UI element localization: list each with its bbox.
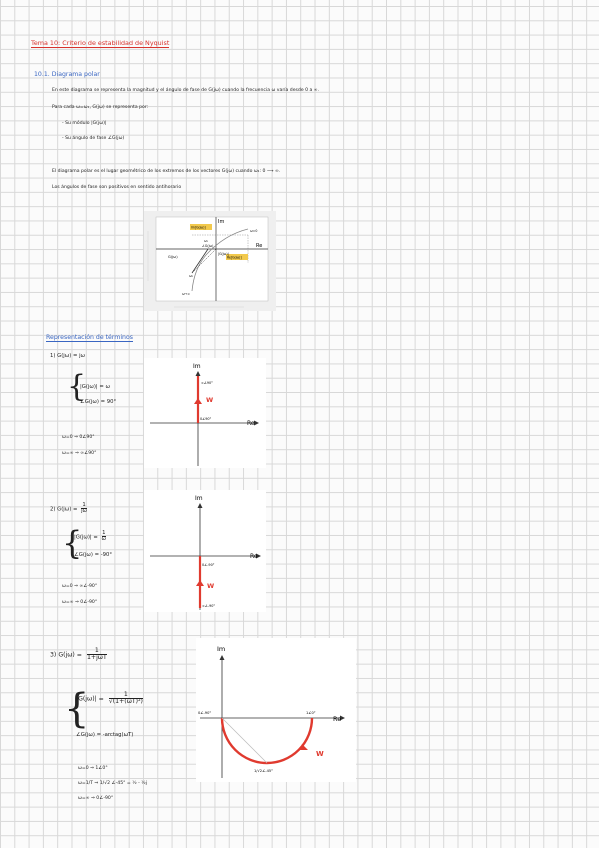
term3-fraction-num: 1 bbox=[86, 647, 107, 656]
term1-top-label: ∞∠90° bbox=[201, 381, 213, 385]
term1-brace: { bbox=[67, 369, 87, 404]
term2-plot: Im Re W 0∠-90° ∞∠-90° bbox=[144, 490, 266, 612]
term3-plot: Im Re W 0∠-90° 1∠0° 1/√2∠-45° bbox=[196, 638, 356, 782]
im-axis-label: Im bbox=[218, 219, 224, 225]
terms-heading: Representación de términos bbox=[46, 334, 133, 342]
tag-re-text: Re[G(jω)] bbox=[227, 256, 242, 260]
bullet-angulo: - Su ángulo de fase ∠G(jω) bbox=[62, 136, 125, 141]
term3-eval-1t: ω=1/T ⇒ 1/√2 ∠-45° = ½ - ½j bbox=[78, 781, 147, 786]
term3-fraction: 1 1+jωT bbox=[86, 647, 107, 662]
term3-origin-label: 0∠-90° bbox=[198, 711, 211, 715]
term3-re-label: Re bbox=[333, 715, 341, 723]
term3-modulus-text: |G(jω)| = bbox=[76, 695, 104, 703]
term2-mod-den: ω bbox=[101, 536, 106, 543]
label-w0: ω=0 bbox=[250, 229, 257, 233]
polar-diagram-svg: Im Re Im[G(jω)] Re[G(jω)] G(jω) |G(jω)| … bbox=[147, 216, 269, 308]
term1-im-label: Im bbox=[193, 363, 201, 370]
term3-mod-fraction: 1 √(1+(ωT)²) bbox=[108, 691, 143, 706]
g-vector bbox=[191, 248, 209, 274]
term3-eval-inf: ω=∞ ⇒ 0∠-90° bbox=[78, 796, 114, 801]
term3-eval-0: ω=0 ⇒ 1∠0° bbox=[78, 766, 108, 771]
term1-origin-label: 0∠90° bbox=[200, 417, 212, 421]
term1-modulus: |G(jω)| = ω bbox=[80, 384, 110, 390]
term2-eval-inf: ω=∞ ⇒ 0∠-90° bbox=[62, 600, 98, 605]
label-winf: ω→∞ bbox=[182, 292, 190, 296]
term1-eval-0: ω=0 ⇒ 0∠90° bbox=[62, 435, 95, 440]
term1-arrow bbox=[194, 398, 202, 404]
paragraph-2: Para cada ω=ω₁, G(jω) se representa por: bbox=[52, 105, 149, 110]
term2-w-label: W bbox=[207, 582, 214, 590]
tag-im-text: Im[G(jω)] bbox=[191, 226, 206, 230]
bullet-modulo: - Su módulo |G(jω)| bbox=[62, 121, 107, 126]
paragraph-3: El diagrama polar es el lugar geométrico… bbox=[52, 169, 281, 174]
term2-brace: { bbox=[62, 524, 83, 562]
page-title: Tema 10: Criterio de estabilidad de Nyqu… bbox=[31, 39, 170, 48]
term1-re-label: Re bbox=[247, 420, 255, 427]
term3-mod-den: √(1+(ωT)²) bbox=[108, 698, 143, 706]
term2-im-label: Im bbox=[195, 495, 203, 502]
page-title-text: Tema 10: Criterio de estabilidad de Nyqu… bbox=[31, 39, 170, 48]
re-axis-label: Re bbox=[256, 243, 262, 249]
paragraph-4: Los ángulos de fase son positivos en sen… bbox=[52, 185, 182, 190]
term1-plot: Im Re W ∞∠90° 0∠90° bbox=[144, 358, 266, 468]
term3-function: 3) G(jω) = 1 1+jωT bbox=[50, 647, 107, 662]
label-w1: ω₁ bbox=[204, 239, 209, 243]
label-ang: ∠G(jω) bbox=[202, 244, 213, 248]
term2-origin-label: 0∠-90° bbox=[202, 563, 215, 567]
term3-brace: { bbox=[64, 686, 90, 732]
term2-function: 2) G(jω) = 1 jω bbox=[50, 502, 87, 515]
term3-arrow bbox=[300, 744, 308, 750]
term3-mod-num: 1 bbox=[108, 691, 143, 700]
term2-re-label: Re bbox=[250, 553, 258, 560]
term3-modulus: |G(jω)| = 1 √(1+(ωT)²) bbox=[76, 691, 143, 706]
term3-w-label: W bbox=[316, 750, 324, 758]
section-heading: 10.1. Diagrama polar bbox=[34, 71, 100, 78]
term2-angle: ∠G(jω) = -90° bbox=[74, 552, 112, 558]
term2-eval-0: ω=0 ⇒ ∞∠-90° bbox=[62, 584, 98, 589]
polar-diagram-figure: Im Re Im[G(jω)] Re[G(jω)] G(jω) |G(jω)| … bbox=[144, 211, 276, 311]
term1-angle: ∠G(jω) = 90° bbox=[80, 399, 117, 405]
label-w2: ω₂ bbox=[189, 274, 194, 278]
term1-function: 1) G(jω) = jω bbox=[50, 353, 85, 359]
term2-modulus-text: |G(jω)| = bbox=[74, 534, 98, 541]
term2-fraction-den: jω bbox=[81, 508, 87, 515]
term3-vector bbox=[221, 717, 268, 764]
term2-mod-fraction: 1 ω bbox=[101, 530, 106, 543]
term2-fraction-num: 1 bbox=[81, 502, 87, 510]
term3-im-label: Im bbox=[217, 645, 225, 653]
term1-eval-inf: ω=∞ ⇒ ∞∠90° bbox=[62, 451, 97, 456]
term2-mod-num: 1 bbox=[101, 530, 106, 538]
tag-re bbox=[226, 254, 248, 260]
terms-heading-text: Representación de términos bbox=[46, 334, 133, 342]
polar-curve bbox=[191, 228, 249, 292]
term1-w-label: W bbox=[206, 396, 213, 404]
term3-function-text: 3) G(jω) = bbox=[50, 651, 82, 659]
tag-im bbox=[190, 224, 212, 230]
term3-fraction-den: 1+jωT bbox=[86, 654, 107, 662]
paragraph-1: En este diagrama se representa la magnit… bbox=[52, 88, 320, 93]
label-mod: |G(jω)| bbox=[218, 252, 229, 256]
term3-angle: ∠G(jω) = -arctag(ωT) bbox=[76, 732, 134, 738]
g-vector-2 bbox=[191, 248, 217, 274]
term2-modulus: |G(jω)| = 1 ω bbox=[74, 530, 106, 543]
term2-arrow bbox=[196, 580, 204, 586]
term3-right-label: 1∠0° bbox=[306, 711, 316, 715]
term2-fraction: 1 jω bbox=[81, 502, 87, 515]
term3-bottom-label: 1/√2∠-45° bbox=[254, 769, 273, 773]
label-g: G(jω) bbox=[168, 255, 178, 259]
term3-locus bbox=[220, 717, 314, 765]
term2-function-text: 2) G(jω) = bbox=[50, 506, 78, 513]
term2-bottom-label: ∞∠-90° bbox=[202, 604, 215, 608]
